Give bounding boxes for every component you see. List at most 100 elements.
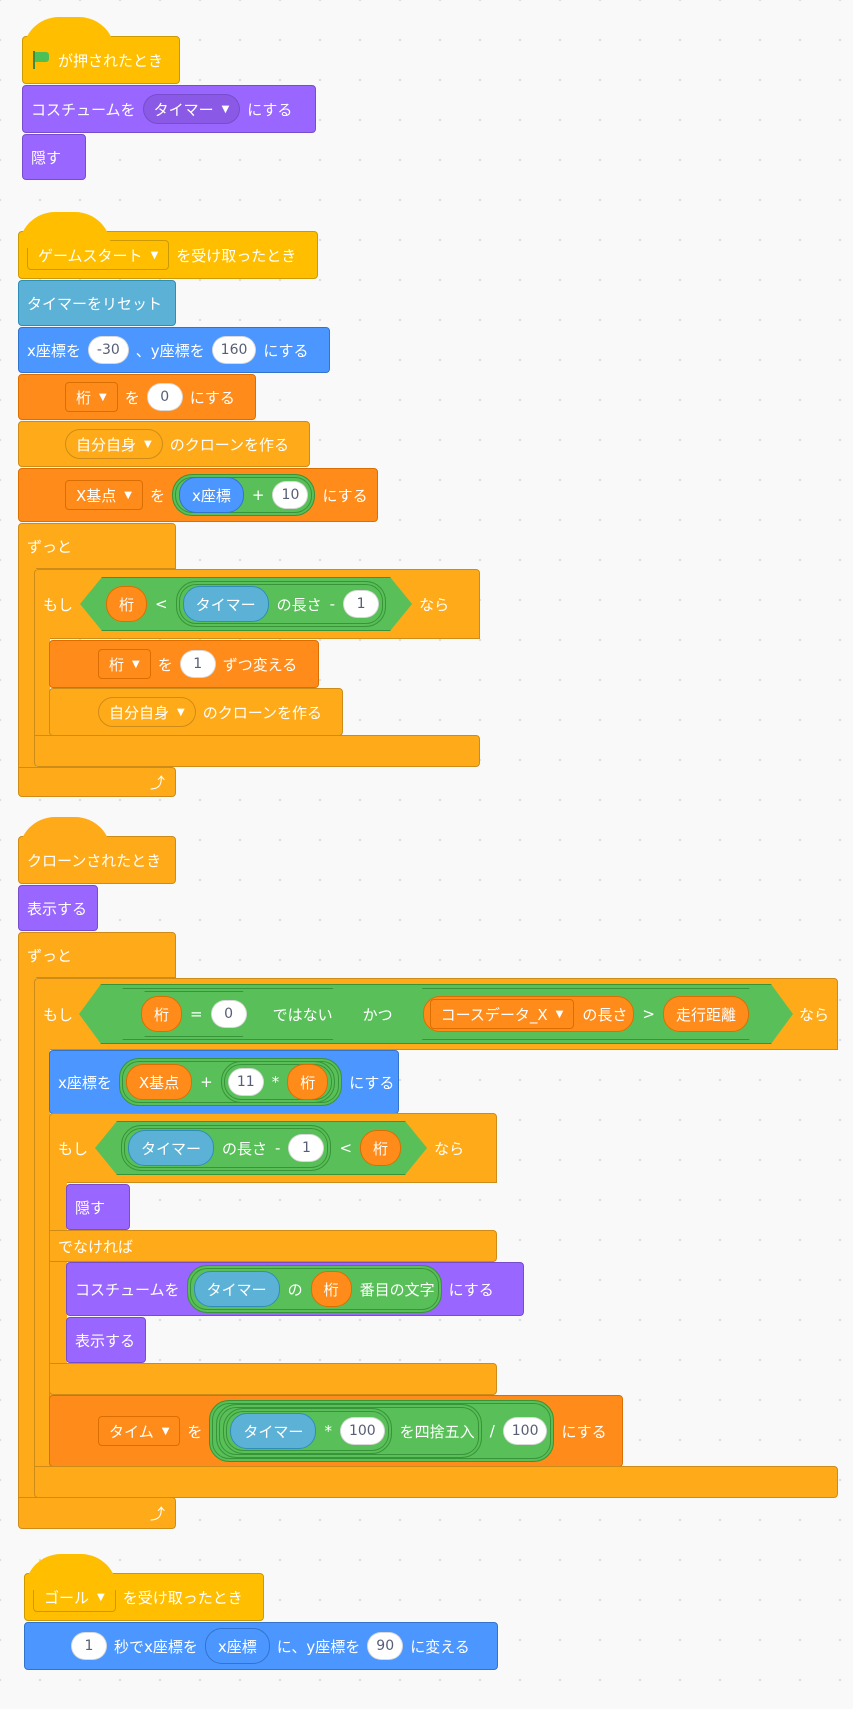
variable-dropdown[interactable]: タイム▼: [98, 1416, 181, 1446]
block-text: なら: [798, 1005, 829, 1024]
if-block[interactable]: もし 桁 < タイマー の長さ - 1 なら: [34, 569, 480, 639]
variable-reporter[interactable]: 桁: [141, 996, 182, 1032]
variable-reporter[interactable]: X基点: [125, 1064, 193, 1100]
goto-xy-block[interactable]: x座標を -30 、y座標を 160 にする: [18, 327, 330, 373]
dropdown-value: 自分自身: [76, 435, 137, 454]
block-text: x座標を: [27, 341, 81, 360]
subtract-operator[interactable]: タイマー の長さ - 1: [176, 581, 386, 627]
greater-than-operator[interactable]: コースデータ_X▼ の長さ > 走行距離: [401, 988, 771, 1040]
variable-reporter[interactable]: 桁: [106, 586, 147, 622]
block-text: コスチュームを: [75, 1280, 180, 1299]
timer-reporter[interactable]: タイマー: [128, 1130, 214, 1166]
set-variable-block[interactable]: 桁▼ を 0 にする: [18, 374, 256, 420]
variable-reporter[interactable]: 桁: [360, 1130, 401, 1166]
divide-operator[interactable]: タイマー * 100 を四捨五入 / 100: [209, 1400, 555, 1462]
not-operator[interactable]: 桁 = 0 ではない: [101, 988, 355, 1040]
value-input[interactable]: 0: [146, 383, 183, 411]
and-operator[interactable]: 桁 = 0 ではない かつ コースデータ_X▼ の長さ > 走行距離: [79, 984, 793, 1044]
number-input[interactable]: 11: [227, 1068, 264, 1096]
block-text: 表示する: [27, 899, 88, 918]
hide-block[interactable]: 隠す: [66, 1184, 130, 1230]
hide-block[interactable]: 隠す: [22, 134, 86, 180]
dropdown-arrow-icon: ▼: [132, 658, 140, 670]
list-length-reporter[interactable]: コースデータ_X▼ の長さ: [423, 996, 635, 1032]
clone-target-dropdown[interactable]: 自分自身▼: [98, 697, 196, 727]
block-text: を: [187, 1422, 203, 1441]
dropdown-value: 桁: [76, 388, 92, 407]
when-cloned-hat[interactable]: クローンされたとき: [18, 817, 176, 884]
costume-dropdown[interactable]: タイマー▼: [142, 94, 241, 124]
when-broadcast-received-hat[interactable]: ゲームスタート▼ を受け取ったとき: [18, 212, 318, 279]
set-x-block[interactable]: x座標を X基点 + 11 * 桁 にする: [49, 1050, 399, 1114]
block-text: なら: [419, 595, 450, 614]
block-text: ではない: [272, 1005, 333, 1024]
hat-label: が押されたとき: [58, 51, 164, 70]
if-block[interactable]: もし 桁 = 0 ではない かつ コースデータ_X▼ の長さ > 走行距離 なら: [34, 978, 838, 1050]
create-clone-block[interactable]: 自分自身▼ のクローンを作る: [18, 421, 310, 467]
block-text: コスチュームを: [31, 100, 136, 119]
if-else-block[interactable]: もし タイマー の長さ - 1 < 桁 なら: [49, 1113, 497, 1183]
block-text: ずっと: [27, 537, 73, 556]
variable-reporter[interactable]: 桁: [310, 1271, 352, 1307]
number-input[interactable]: 100: [502, 1417, 548, 1445]
forever-arm: [18, 977, 36, 1497]
forever-block[interactable]: ずっと: [18, 932, 176, 978]
set-variable-block[interactable]: タイム▼ を タイマー * 100 を四捨五入 / 100 にする: [49, 1395, 623, 1467]
number-input[interactable]: 1: [179, 650, 216, 678]
multiply-operator[interactable]: 11 * 桁: [220, 1061, 336, 1103]
broadcast-dropdown[interactable]: ゴール ▼: [33, 1582, 116, 1612]
x-position-reporter[interactable]: x座標: [179, 477, 244, 513]
variable-dropdown[interactable]: 桁▼: [65, 382, 118, 412]
broadcast-dropdown[interactable]: ゲームスタート▼: [27, 240, 170, 270]
create-clone-block[interactable]: 自分自身▼ のクローンを作る: [49, 688, 343, 736]
less-than-operator[interactable]: タイマー の長さ - 1 < 桁: [95, 1121, 427, 1175]
forever-block[interactable]: ずっと: [18, 523, 176, 569]
block-text: クローンされたとき: [27, 851, 162, 870]
number-input[interactable]: 100: [339, 1417, 385, 1445]
switch-costume-block[interactable]: コスチュームを タイマー の 桁 番目の文字 にする: [66, 1262, 524, 1316]
dropdown-value: ゴール: [44, 1588, 90, 1607]
variable-reporter[interactable]: 走行距離: [663, 996, 749, 1032]
list-dropdown[interactable]: コースデータ_X▼: [430, 999, 575, 1029]
switch-costume-block[interactable]: コスチュームを タイマー▼ にする: [22, 85, 316, 133]
less-than-operator[interactable]: 桁 < タイマー の長さ - 1: [80, 577, 412, 631]
number-input[interactable]: 1: [288, 1134, 324, 1162]
change-variable-block[interactable]: 桁▼ を 1 ずつ変える: [49, 640, 319, 688]
when-broadcast-received-hat[interactable]: ゴール▼ を受け取ったとき: [24, 1554, 264, 1621]
clone-target-dropdown[interactable]: 自分自身▼: [65, 429, 163, 459]
y-input[interactable]: 160: [211, 336, 257, 364]
if-arm: [34, 1049, 50, 1467]
block-text: を: [149, 486, 165, 505]
add-operator[interactable]: x座標 + 10: [172, 474, 316, 516]
seconds-input[interactable]: 1: [71, 1632, 107, 1660]
letter-of-operator[interactable]: タイマー の 桁 番目の文字: [186, 1265, 442, 1313]
when-flag-clicked-hat[interactable]: が押されたとき: [22, 17, 180, 84]
glide-to-xy-block[interactable]: 1 秒でx座標を x座標 に、y座標を 90 に変える: [24, 1622, 498, 1670]
number-input[interactable]: 10: [272, 481, 309, 509]
add-operator[interactable]: X基点 + 11 * 桁: [118, 1058, 343, 1106]
block-text: 表示する: [75, 1331, 136, 1350]
variable-reporter[interactable]: 桁: [287, 1064, 329, 1100]
show-block[interactable]: 表示する: [66, 1317, 146, 1363]
reset-timer-block[interactable]: タイマーをリセット: [18, 280, 176, 326]
variable-dropdown[interactable]: X基点▼: [65, 480, 143, 510]
timer-reporter[interactable]: タイマー: [193, 1271, 280, 1307]
round-operator[interactable]: タイマー * 100 を四捨五入: [216, 1404, 482, 1458]
timer-reporter[interactable]: タイマー: [230, 1413, 317, 1449]
equals-operator[interactable]: 桁 = 0: [123, 991, 265, 1037]
block-text: 隠す: [75, 1198, 106, 1217]
number-input[interactable]: 1: [343, 590, 379, 618]
number-input[interactable]: 0: [211, 1000, 247, 1028]
operator-symbol: +: [200, 1073, 213, 1091]
subtract-operator[interactable]: タイマー の長さ - 1: [121, 1125, 331, 1171]
show-block[interactable]: 表示する: [18, 885, 98, 931]
multiply-operator[interactable]: タイマー * 100: [223, 1408, 392, 1454]
timer-reporter[interactable]: タイマー: [183, 586, 269, 622]
set-variable-block[interactable]: X基点▼ を x座標 + 10 にする: [18, 468, 378, 522]
dropdown-arrow-icon: ▼: [97, 1591, 105, 1603]
x-position-reporter[interactable]: x座標: [204, 1628, 270, 1664]
y-input[interactable]: 90: [367, 1632, 404, 1660]
operator-symbol: /: [489, 1422, 495, 1440]
x-input[interactable]: -30: [87, 336, 129, 364]
variable-dropdown[interactable]: 桁▼: [98, 649, 151, 679]
